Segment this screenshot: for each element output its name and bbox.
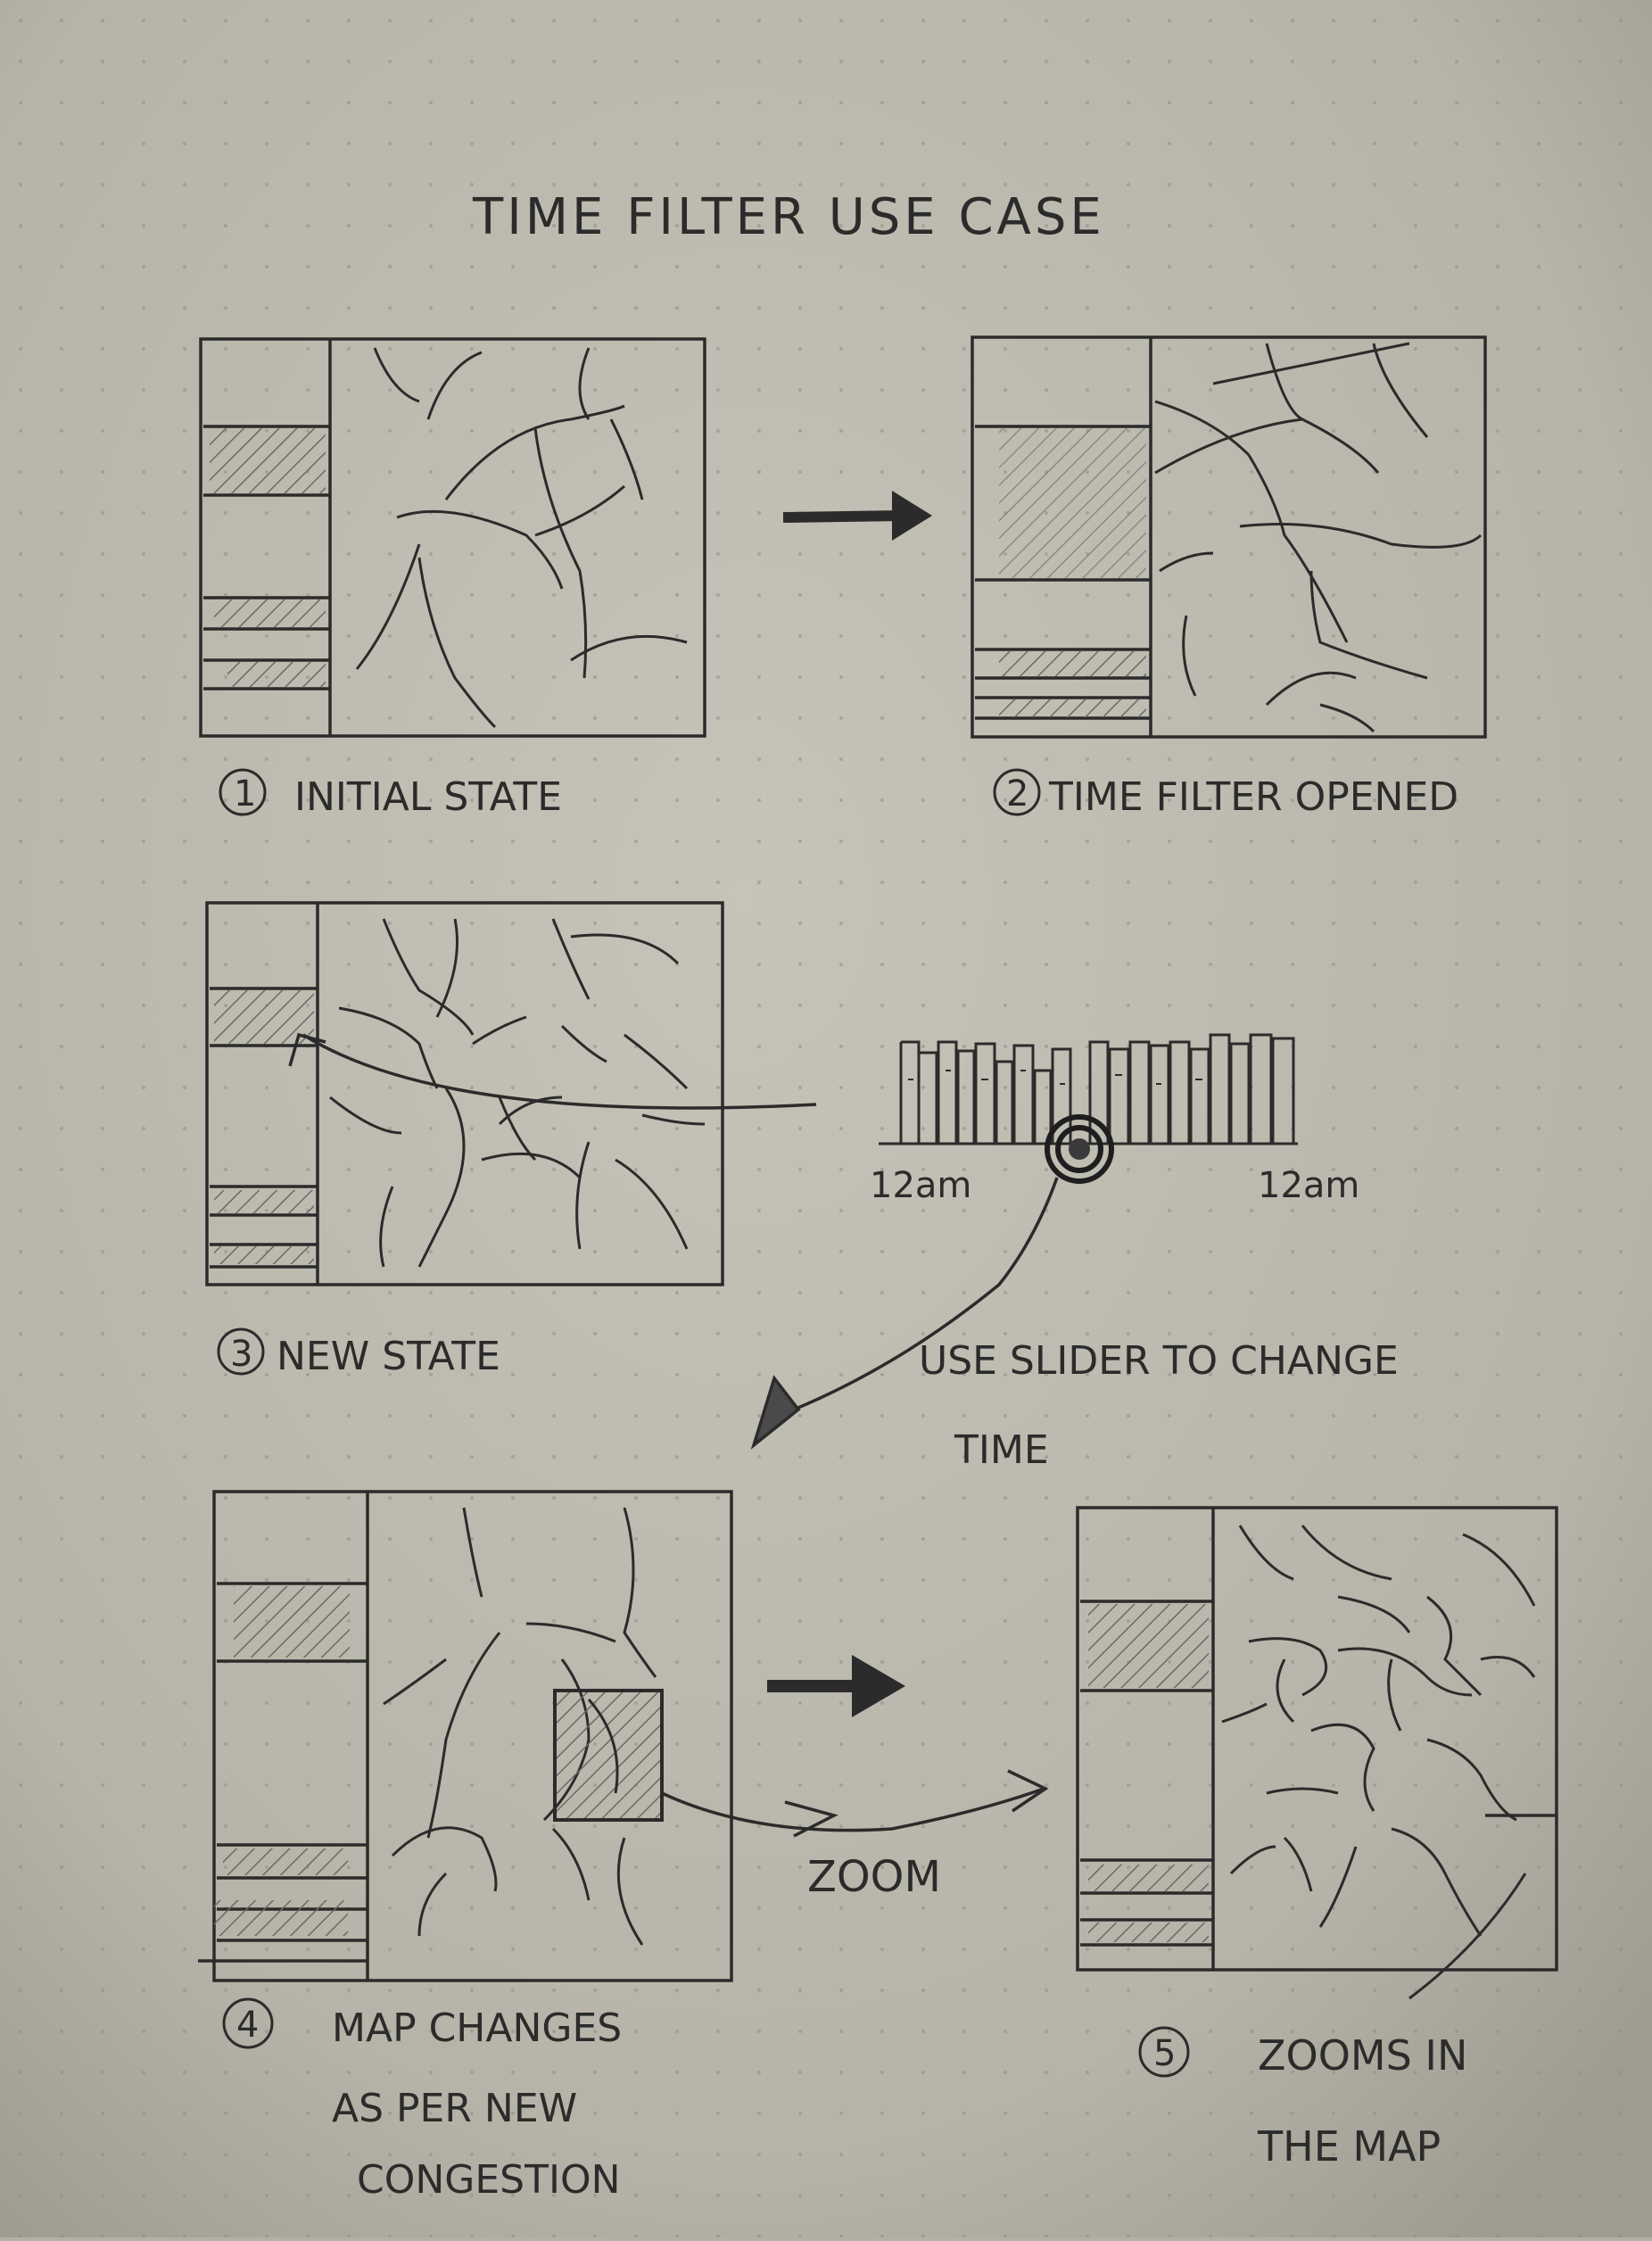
- frame-5-caption-line-2: THE MAP: [1257, 2122, 1441, 2171]
- frame-4-caption-line-2: AS PER NEW: [332, 2086, 577, 2131]
- frame-4-number: 4: [236, 2005, 259, 2046]
- frame-4-number-circle: [222, 1997, 274, 2049]
- frame-4-map-roads: [383, 1507, 657, 1946]
- frame-1-number-circle: [219, 768, 267, 816]
- time-slider-start-label: 12am: [870, 1165, 971, 1206]
- frame-3-filter-arrow: [302, 1033, 817, 1110]
- frame-4-map-changes: [198, 1490, 733, 1982]
- frame-5-number-circle: [1138, 2026, 1190, 2078]
- slider-caption-line-1: USE SLIDER TO CHANGE: [919, 1338, 1399, 1384]
- arrow-1-to-2: [782, 491, 932, 541]
- frame-2-caption: TIME FILTER OPENED: [1048, 774, 1458, 820]
- frame-5-congestion-block: [1088, 1604, 1209, 1688]
- time-slider-histogram: [879, 1033, 1298, 1145]
- frame-4-congestion-block: [234, 1586, 350, 1658]
- frame-5-number: 5: [1153, 2033, 1176, 2074]
- frame-2-congestion-block: [999, 651, 1146, 676]
- frame-4-border: [212, 1490, 733, 1982]
- frame-1-caption: INITIAL STATE: [294, 774, 562, 820]
- frame-1-border: [199, 337, 706, 738]
- zoom-label: ZOOM: [807, 1852, 941, 1902]
- frame-2-number: 2: [1006, 773, 1028, 815]
- frame-3-map-roads: [329, 918, 706, 1268]
- frame-5-zoomed-map: [1076, 1506, 1558, 2000]
- frame-1-number: 1: [234, 773, 256, 815]
- frame-2-map-roads: [1154, 342, 1483, 733]
- frame-5-border: [1076, 1506, 1558, 1972]
- frame-2-border: [971, 335, 1487, 739]
- frame-2-congestion-block: [999, 699, 1146, 717]
- frame-1-map-roads: [355, 347, 688, 729]
- frame-3-border: [205, 901, 724, 1286]
- frame-2-time-filter-opened: [971, 335, 1487, 739]
- time-slider-inner-ticks: [908, 1070, 1202, 1085]
- time-slider-end-label: 12am: [1258, 1165, 1359, 1206]
- frame-2-congestion-block: [999, 428, 1146, 578]
- time-slider-handle[interactable]: [1045, 1114, 1114, 1184]
- time-slider-bars: [899, 1033, 1295, 1144]
- frame-3-number: 3: [230, 1334, 252, 1375]
- frame-5-caption-line-1: ZOOMS IN: [1258, 2031, 1467, 2080]
- frame-4-caption-line-3: CONGESTION: [357, 2157, 621, 2203]
- frame-4-congestion-block: [214, 1900, 348, 1936]
- frame-3-filter-arrowhead: [288, 1032, 326, 1067]
- frame-4-zoom-selection: [553, 1689, 664, 1822]
- frame-3-new-state: [205, 901, 817, 1286]
- frame-3-number-circle: [217, 1327, 265, 1376]
- zoom-arrow: [661, 1769, 1049, 1838]
- frame-4-caption-line-1: MAP CHANGES: [332, 2005, 622, 2051]
- frame-3-caption: NEW STATE: [277, 1334, 500, 1379]
- slider-to-frame-4-arrow: [750, 1177, 1059, 1450]
- frame-2-number-circle: [993, 768, 1041, 816]
- arrow-4-to-5: [767, 1655, 905, 1717]
- frame-1-congestion-block: [227, 662, 326, 687]
- frame-5-congestion-block: [1088, 1923, 1209, 1942]
- frame-1-congestion-block: [214, 600, 326, 627]
- frame-1-congestion-block: [210, 428, 326, 493]
- frame-5-congestion-block: [1088, 1865, 1209, 1891]
- frame-4-congestion-block: [223, 1848, 348, 1875]
- page-title: TIME FILTER USE CASE: [472, 188, 1105, 246]
- slider-caption-line-2: TIME: [954, 1427, 1049, 1473]
- frame-3-congestion-block: [214, 1246, 314, 1264]
- frame-5-map-roads: [1221, 1525, 1536, 2000]
- frame-3-congestion-block: [214, 1190, 314, 1213]
- frame-1-initial-state: [199, 337, 706, 738]
